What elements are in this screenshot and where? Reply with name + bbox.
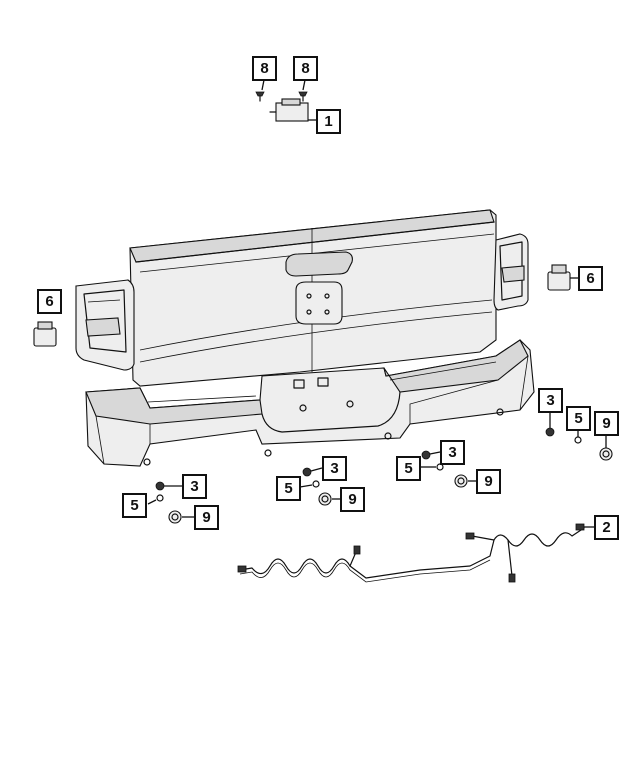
callout-1: 1: [316, 109, 341, 134]
sensor-part-9-right-center: [454, 474, 468, 488]
callout-6-right: 6: [578, 266, 603, 291]
callout-3-right: 3: [538, 388, 563, 413]
washer-part-5-left: [156, 494, 164, 502]
clip-part-3-left: [155, 481, 165, 491]
callout-5-center: 5: [276, 476, 301, 501]
sensor-part-9-right: [599, 447, 613, 461]
callout-6-left: 6: [37, 289, 62, 314]
clip-part-3-right: [545, 427, 555, 437]
callout-5-right: 5: [566, 406, 591, 431]
tail-lamp-left: [75, 279, 135, 371]
wiring-harness-part-2: [237, 523, 585, 583]
clip-part-3-right-center: [421, 450, 431, 460]
sensor-part-9-center: [318, 492, 332, 506]
callout-9-right-center: 9: [476, 469, 501, 494]
washer-part-5-center: [312, 480, 320, 488]
callout-3-left: 3: [182, 474, 207, 499]
module-part-1: [269, 98, 309, 122]
socket-part-6-left: [33, 321, 57, 347]
rear-bumper: [85, 339, 535, 467]
screw-part-8-right: [298, 91, 308, 102]
callout-8-right: 8: [293, 56, 318, 81]
socket-part-6-right: [547, 264, 571, 291]
callout-9-center: 9: [340, 487, 365, 512]
sensor-part-9-left: [168, 510, 182, 524]
screw-part-8-left: [255, 91, 265, 102]
callout-3-right-center: 3: [440, 440, 465, 465]
clip-part-3-center: [302, 467, 312, 477]
callout-5-left: 5: [122, 493, 147, 518]
tail-lamp-right: [493, 233, 529, 311]
callout-3-center: 3: [322, 456, 347, 481]
callout-8-left: 8: [252, 56, 277, 81]
washer-part-5-right: [574, 436, 582, 444]
tailgate: [129, 209, 497, 387]
callout-9-left: 9: [194, 505, 219, 530]
callout-5-right-center: 5: [396, 456, 421, 481]
callout-9-right: 9: [594, 411, 619, 436]
callout-2: 2: [594, 515, 619, 540]
